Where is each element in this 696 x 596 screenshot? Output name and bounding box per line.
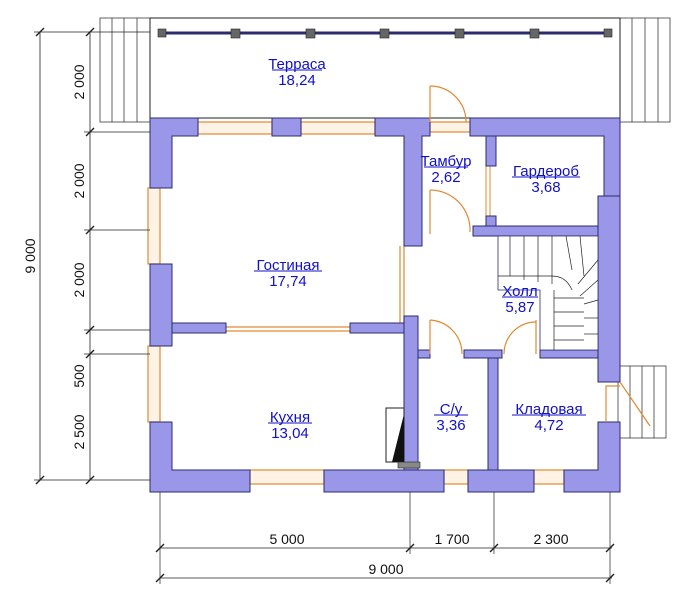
room-name-vestibule: Тамбур [421, 153, 472, 170]
dim-bottom-total: 9 000 [368, 561, 403, 577]
room-area-living: 17,74 [269, 273, 307, 290]
room-area-bathroom: 3,36 [436, 417, 465, 434]
room-name-terrace: Терраса [268, 56, 326, 73]
room-area-hall: 5,87 [505, 299, 534, 316]
left-dimensions: 9 000 2 000 2 000 2 000 500 2 500 [22, 27, 150, 485]
room-area-vestibule: 2,62 [431, 169, 460, 186]
dim-bottom-seg-3: 2 300 [533, 531, 568, 547]
chimney [385, 407, 421, 469]
room-name-wardrobe: Гардероб [513, 163, 579, 180]
dim-bottom-seg-2: 1 700 [434, 531, 469, 547]
room-name-kitchen: Кухня [270, 409, 310, 426]
bottom-dimensions: 5 000 1 700 2 300 9 000 [155, 492, 615, 584]
room-name-bathroom: С/у [440, 401, 463, 418]
room-area-wardrobe: 3,68 [531, 179, 560, 196]
dim-left-seg-2: 2 000 [71, 163, 87, 198]
room-labels: Терраса 18,24 Тамбур 2,62 Гардероб 3,68 … [254, 56, 586, 442]
room-name-living: Гостиная [257, 257, 320, 274]
terrace-steps-right [619, 17, 671, 123]
railing-posts [157, 28, 613, 39]
dim-left-seg-5: 2 500 [71, 414, 87, 449]
dim-left-seg-1: 2 000 [71, 64, 87, 99]
dim-left-seg-4: 500 [71, 364, 87, 388]
room-area-terrace: 18,24 [278, 72, 316, 89]
room-name-storage: Кладовая [515, 401, 582, 418]
walls [149, 117, 621, 493]
room-name-hall: Холл [502, 283, 537, 300]
entry-steps-right [617, 365, 667, 439]
terrace-steps-left [99, 17, 151, 123]
room-area-storage: 4,72 [534, 417, 563, 434]
dim-left-seg-3: 2 000 [71, 262, 87, 297]
dim-left-total: 9 000 [22, 238, 38, 273]
doors [429, 85, 651, 427]
staircase [497, 235, 599, 351]
dim-bottom-seg-1: 5 000 [269, 531, 304, 547]
room-area-kitchen: 13,04 [271, 425, 309, 442]
